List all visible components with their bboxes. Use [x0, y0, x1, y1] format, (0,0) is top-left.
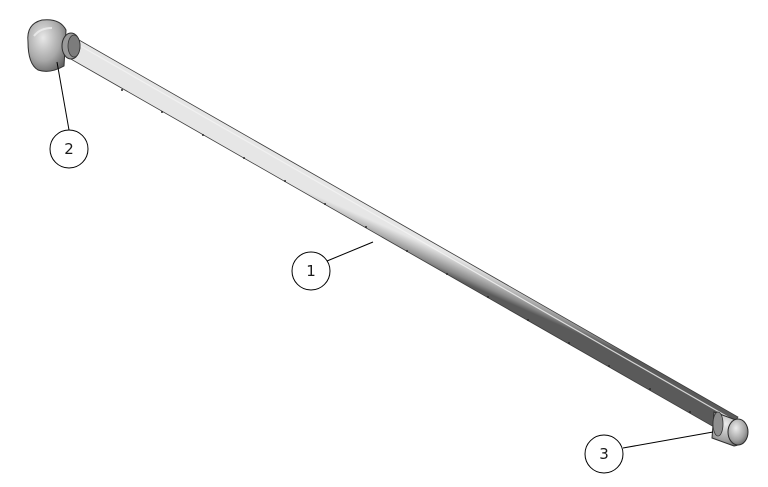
callout-balloon-3: 3 [584, 434, 624, 474]
leader-line-3 [622, 431, 714, 449]
leader-line-2 [56, 61, 70, 131]
pipe-part-1 [61, 35, 739, 436]
callout-number-1: 1 [306, 262, 316, 280]
leader-lines [56, 61, 714, 449]
callout-balloon-2: 2 [49, 129, 89, 169]
callout-number-2: 2 [64, 140, 74, 158]
callout-balloon-1: 1 [291, 251, 331, 291]
leader-line-1 [326, 241, 374, 262]
pipe-hole-markers [121, 89, 691, 413]
end-cap-part-3 [711, 411, 749, 447]
callout-number-3: 3 [599, 445, 609, 463]
elbow-fitting-part-2 [27, 19, 81, 72]
